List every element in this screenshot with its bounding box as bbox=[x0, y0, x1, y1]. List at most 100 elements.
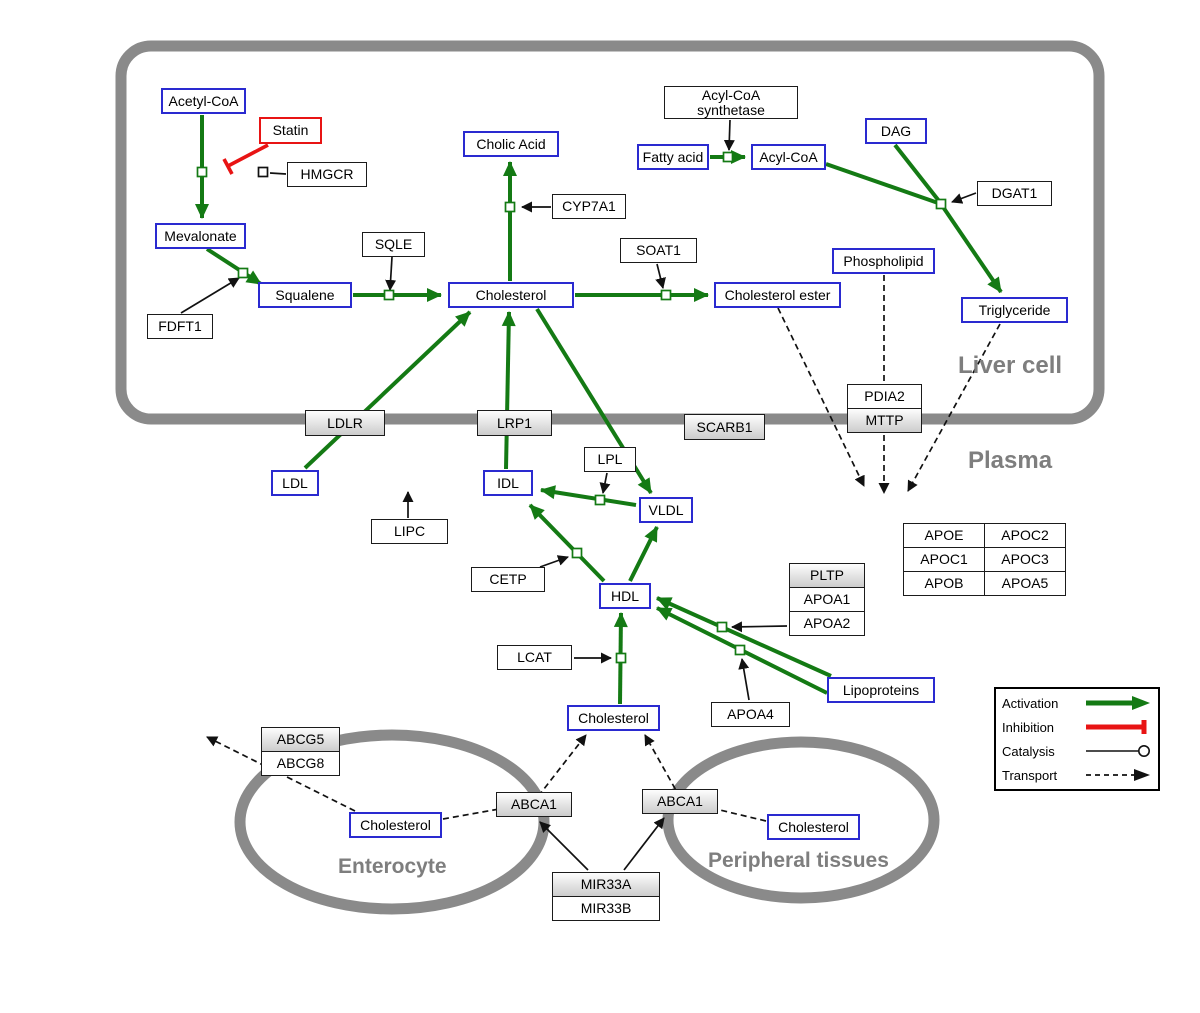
mir33-abca1-right bbox=[623, 817, 665, 871]
node-fatty-acid[interactable]: Fatty acid bbox=[637, 144, 709, 170]
catalysis-dgat1 bbox=[951, 192, 977, 204]
node-lcat[interactable]: LCAT bbox=[497, 645, 572, 670]
edge-acylcoa-dgat1node bbox=[825, 162, 942, 206]
catalysis-cetp bbox=[539, 555, 569, 568]
enterocyte-label: Enterocyte bbox=[338, 855, 447, 878]
legend-activation-label: Activation bbox=[1002, 695, 1059, 711]
node-cholic-acid[interactable]: Cholic Acid bbox=[463, 131, 559, 157]
node-cetp[interactable]: CETP bbox=[471, 567, 545, 592]
edge-hdl-vldl bbox=[628, 526, 659, 582]
node-pdia2[interactable]: PDIA2 bbox=[847, 384, 922, 409]
catalysis-circle-icon bbox=[1086, 745, 1150, 757]
node-squalene[interactable]: Squalene bbox=[258, 282, 352, 308]
edge-vldl-idl bbox=[540, 485, 637, 507]
node-vldl[interactable]: VLDL bbox=[639, 497, 693, 523]
node-apoa2[interactable]: APOA2 bbox=[789, 611, 865, 636]
legend-transport-label: Transport bbox=[1002, 767, 1058, 783]
transport-dashed-arrow-icon bbox=[1086, 769, 1150, 781]
reaction-nodes bbox=[196, 151, 947, 664]
node-lipc[interactable]: LIPC bbox=[371, 519, 448, 544]
node-sqle[interactable]: SQLE bbox=[362, 232, 425, 257]
catalysis-soat1 bbox=[655, 263, 666, 289]
node-abca1-right[interactable]: ABCA1 bbox=[642, 789, 718, 814]
node-cholesterol-enterocyte[interactable]: Cholesterol bbox=[349, 812, 442, 838]
node-dgat1[interactable]: DGAT1 bbox=[977, 181, 1052, 206]
catalysis-pltp-apoa bbox=[731, 621, 788, 633]
node-mttp[interactable]: MTTP bbox=[847, 408, 922, 433]
node-cholesterol-peripheral[interactable]: Cholesterol bbox=[767, 814, 860, 840]
node-hdl[interactable]: HDL bbox=[599, 583, 651, 609]
peripheral-tissues-membrane bbox=[662, 736, 940, 904]
plasma-label: Plasma bbox=[968, 447, 1053, 474]
node-soat1[interactable]: SOAT1 bbox=[620, 238, 697, 263]
catalysis-acylcoa-synthetase bbox=[723, 119, 735, 151]
node-dag[interactable]: DAG bbox=[865, 118, 927, 144]
legend-inhibition-label: Inhibition bbox=[1002, 719, 1055, 735]
node-abcg8[interactable]: ABCG8 bbox=[261, 751, 340, 776]
node-mir33b[interactable]: MIR33B bbox=[552, 896, 660, 921]
node-abcg5[interactable]: ABCG5 bbox=[261, 727, 340, 752]
edge-lipoproteins-hdl-upper bbox=[656, 596, 832, 678]
node-phospholipid[interactable]: Phospholipid bbox=[832, 248, 935, 274]
node-statin[interactable]: Statin bbox=[259, 117, 322, 144]
activation-edges bbox=[195, 115, 1003, 705]
node-apoe[interactable]: APOE bbox=[903, 523, 985, 548]
catalysis-apoa4 bbox=[738, 658, 750, 701]
node-apoa1[interactable]: APOA1 bbox=[789, 587, 865, 612]
legend-row-activation: Activation bbox=[1002, 691, 1152, 715]
node-cyp7a1[interactable]: CYP7A1 bbox=[552, 194, 626, 219]
node-apoa4[interactable]: APOA4 bbox=[711, 702, 790, 727]
node-cholesterol-liver[interactable]: Cholesterol bbox=[448, 282, 574, 308]
node-apob[interactable]: APOB bbox=[903, 571, 985, 596]
catalysis-fdft1 bbox=[180, 277, 240, 314]
node-lrp1[interactable]: LRP1 bbox=[477, 410, 552, 436]
node-apoc1[interactable]: APOC1 bbox=[903, 547, 985, 572]
edge-ldl-ldlr-cholesterol bbox=[303, 310, 472, 470]
node-ldl[interactable]: LDL bbox=[271, 470, 319, 496]
node-apoa5[interactable]: APOA5 bbox=[984, 571, 1066, 596]
catalysis-hmgcr bbox=[269, 172, 287, 175]
catalysis-edges bbox=[180, 119, 977, 871]
edge-hdl-idl bbox=[528, 503, 606, 583]
hmgcr-catalysis-node bbox=[257, 166, 269, 178]
edge-idl-lrp1-cholesterol bbox=[501, 311, 516, 470]
inhibition-tbar bbox=[222, 158, 234, 175]
node-idl[interactable]: IDL bbox=[483, 470, 533, 496]
legend-row-transport: Transport bbox=[1002, 763, 1152, 787]
edge-dag-dgat1node bbox=[893, 143, 941, 203]
transport-triglyceride-plasma bbox=[907, 323, 1001, 492]
node-hmgcr[interactable]: HMGCR bbox=[287, 162, 367, 187]
node-ldlr[interactable]: LDLR bbox=[305, 410, 385, 436]
legend: Activation Inhibition Catalysis Transpor… bbox=[994, 687, 1160, 791]
node-lipoproteins[interactable]: Lipoproteins bbox=[827, 677, 935, 703]
liver-cell-label: Liver cell bbox=[958, 352, 1063, 379]
node-acyl-coa-synthetase[interactable]: Acyl-CoA synthetase bbox=[664, 86, 798, 119]
edge-dgat1node-triglyceride bbox=[939, 202, 1003, 294]
transport-cholesterolester-plasma bbox=[777, 307, 865, 487]
node-cholesterol-plasma[interactable]: Cholesterol bbox=[567, 705, 660, 731]
activation-arrow-icon bbox=[1086, 696, 1150, 710]
node-apoc3[interactable]: APOC3 bbox=[984, 547, 1066, 572]
node-fdft1[interactable]: FDFT1 bbox=[147, 314, 213, 339]
node-mevalonate[interactable]: Mevalonate bbox=[155, 223, 246, 249]
catalysis-sqle bbox=[385, 256, 397, 291]
mir33-abca1-left bbox=[539, 821, 589, 871]
edge-mevalonate-squalene bbox=[205, 247, 263, 286]
catalysis-lpl bbox=[599, 472, 611, 494]
node-mir33a[interactable]: MIR33A bbox=[552, 872, 660, 897]
legend-row-catalysis: Catalysis bbox=[1002, 739, 1152, 763]
peripheral-tissues-label: Peripheral tissues bbox=[708, 849, 889, 872]
node-pltp[interactable]: PLTP bbox=[789, 563, 865, 588]
legend-catalysis-label: Catalysis bbox=[1002, 743, 1055, 759]
node-apoc2[interactable]: APOC2 bbox=[984, 523, 1066, 548]
liver-cell-membrane bbox=[115, 40, 1105, 425]
legend-row-inhibition: Inhibition bbox=[1002, 715, 1152, 739]
node-abca1-left[interactable]: ABCA1 bbox=[496, 792, 572, 817]
node-triglyceride[interactable]: Triglyceride bbox=[961, 297, 1068, 323]
node-acetyl-coa[interactable]: Acetyl-CoA bbox=[161, 88, 246, 114]
node-cholesterol-ester[interactable]: Cholesterol ester bbox=[714, 282, 841, 308]
node-scarb1[interactable]: SCARB1 bbox=[684, 414, 765, 440]
node-lpl[interactable]: LPL bbox=[584, 447, 636, 472]
node-acyl-coa[interactable]: Acyl-CoA bbox=[751, 144, 826, 170]
